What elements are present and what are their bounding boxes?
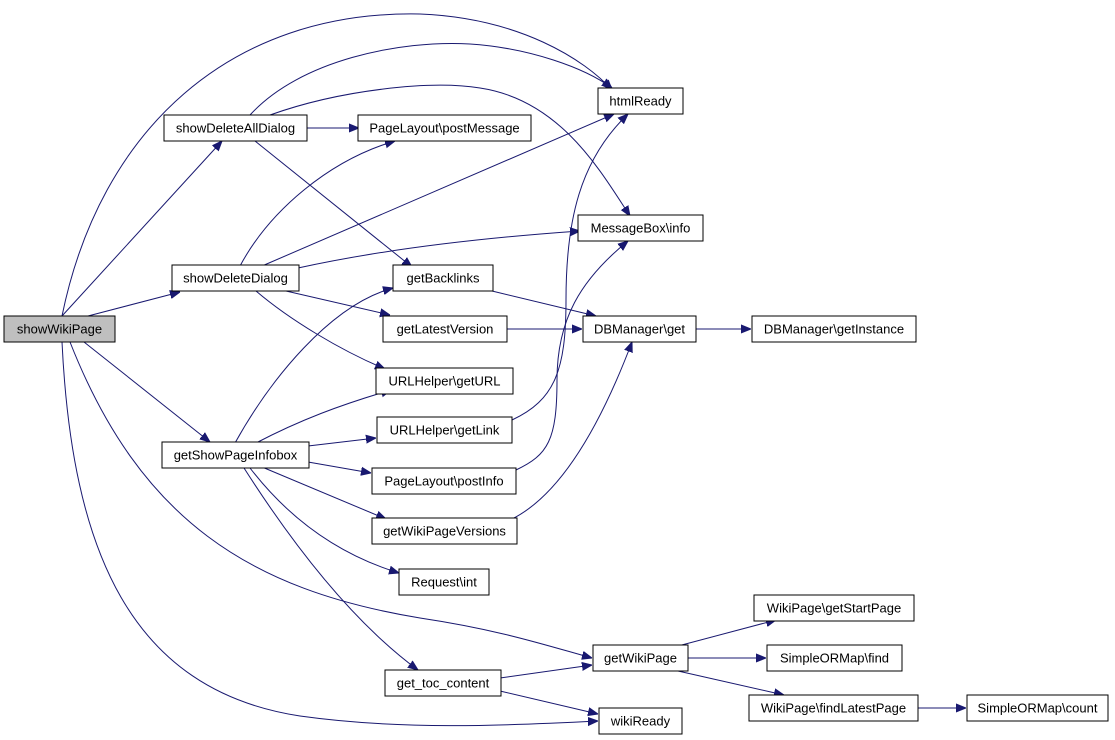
edge-getshowpageinfobox-pagelayoutpostinfo [307, 461, 371, 473]
node-show-wiki-page[interactable]: showWikiPage [3, 315, 116, 343]
node-show-delete-dialog[interactable]: showDeleteDialog [171, 264, 300, 292]
edge-getshowpageinfobox-getbacklinks [234, 288, 393, 444]
svg-text:getWikiPage: getWikiPage [604, 651, 677, 666]
node-simple-or-map-find[interactable]: SimpleORMap\find [766, 644, 903, 672]
edge-showwikipage-htmlready [61, 13, 612, 317]
svg-text:PageLayout\postMessage: PageLayout\postMessage [369, 121, 519, 136]
svg-text:DBManager\get: DBManager\get [594, 322, 685, 337]
svg-text:wikiReady: wikiReady [610, 714, 671, 729]
node-db-manager-get[interactable]: DBManager\get [582, 315, 697, 343]
edge-showwikipage-showdeletealldialog [61, 141, 222, 317]
svg-text:showDeleteDialog: showDeleteDialog [183, 271, 288, 286]
node-html-ready[interactable]: htmlReady [597, 87, 684, 115]
svg-text:Request\int: Request\int [411, 575, 477, 590]
svg-text:get_toc_content: get_toc_content [397, 676, 490, 691]
node-get-show-page-infobox[interactable]: getShowPageInfobox [161, 441, 310, 469]
node-url-helper-get-link[interactable]: URLHelper\getLink [376, 416, 513, 444]
svg-text:SimpleORMap\find: SimpleORMap\find [780, 651, 889, 666]
svg-text:showWikiPage: showWikiPage [17, 322, 102, 337]
node-get-backlinks[interactable]: getBacklinks [392, 264, 494, 292]
svg-text:showDeleteAllDialog: showDeleteAllDialog [176, 121, 295, 136]
edge-getshowpageinfobox-urlhelpergetlink [307, 438, 376, 447]
edge-pagelayoutpostinfo-messageboxinfo [515, 241, 628, 471]
edge-getwikipage-wikipagefindlatestpage [677, 670, 784, 695]
svg-text:URLHelper\getURL: URLHelper\getURL [389, 374, 501, 389]
edge-getshowpageinfobox-requestint [249, 467, 399, 573]
edge-showdeletealldialog-messageboxinfo [269, 84, 630, 216]
node-wiki-page-find-latest-page[interactable]: WikiPage\findLatestPage [748, 694, 919, 722]
svg-text:URLHelper\getLink: URLHelper\getLink [390, 423, 500, 438]
node-request-int[interactable]: Request\int [398, 568, 490, 596]
svg-text:SimpleORMap\count: SimpleORMap\count [978, 701, 1098, 716]
edge-showwikipage-getshowpageinfobox [83, 341, 210, 442]
call-nodes: showWikiPage showDeleteAllDialog showDel… [3, 87, 1109, 735]
svg-text:PageLayout\postInfo: PageLayout\postInfo [384, 474, 503, 489]
svg-text:getShowPageInfobox: getShowPageInfobox [174, 448, 298, 463]
svg-text:WikiPage\findLatestPage: WikiPage\findLatestPage [761, 701, 906, 716]
svg-text:getLatestVersion: getLatestVersion [397, 322, 494, 337]
node-wiki-ready[interactable]: wikiReady [598, 707, 683, 735]
edge-gettoccontent-wikiready [499, 690, 598, 714]
node-simple-or-map-count[interactable]: SimpleORMap\count [966, 694, 1109, 722]
call-edges [61, 13, 966, 726]
edge-showwikipage-getwikipage [69, 341, 592, 658]
node-message-box-info[interactable]: MessageBox\info [577, 214, 704, 242]
edge-showdeletedialog-urlhelpergeturl [255, 290, 385, 369]
svg-text:getBacklinks: getBacklinks [407, 271, 480, 286]
edge-getshowpageinfobox-getwikipageversions [261, 466, 386, 519]
svg-text:getWikiPageVersions: getWikiPageVersions [383, 524, 506, 539]
edge-getbacklinks-dbmanagerget [491, 290, 596, 316]
edge-getshowpageinfobox-gettoccontent [243, 467, 418, 670]
edge-getwikipage-wikipagegetstartpage [677, 620, 776, 647]
node-page-layout-post-message[interactable]: PageLayout\postMessage [357, 114, 532, 142]
svg-text:MessageBox\info: MessageBox\info [591, 221, 691, 236]
edge-getshowpageinfobox-urlhelpergeturl [255, 390, 391, 444]
svg-text:WikiPage\getStartPage: WikiPage\getStartPage [767, 601, 901, 616]
node-get-wiki-page-versions[interactable]: getWikiPageVersions [371, 517, 518, 545]
node-wiki-page-get-start-page[interactable]: WikiPage\getStartPage [753, 594, 915, 622]
edge-showdeletedialog-pagelayoutpostmessage [239, 141, 395, 267]
node-db-manager-get-instance[interactable]: DBManager\getInstance [751, 315, 917, 343]
edge-showdeletealldialog-getbacklinks [254, 140, 412, 267]
edge-showdeletedialog-htmlready [261, 114, 614, 267]
edge-showwikipage-wikiready [61, 341, 598, 726]
edge-gettoccontent-getwikipage [499, 665, 592, 679]
node-show-delete-all-dialog[interactable]: showDeleteAllDialog [163, 114, 308, 142]
edge-urlhelpergetlink-htmlready [511, 114, 628, 421]
edge-getwikipageversions-dbmanagerget [511, 342, 632, 520]
svg-text:htmlReady: htmlReady [609, 94, 672, 109]
svg-text:DBManager\getInstance: DBManager\getInstance [764, 322, 904, 337]
edge-showwikipage-showdeletedialog [87, 292, 180, 317]
node-page-layout-post-info[interactable]: PageLayout\postInfo [371, 467, 517, 495]
edge-showdeletealldialog-htmlready [249, 43, 612, 116]
edge-showdeletedialog-getlatestversion [285, 290, 390, 315]
node-get-latest-version[interactable]: getLatestVersion [382, 315, 508, 343]
edge-showdeletedialog-messageboxinfo [297, 231, 580, 269]
node-get-wiki-page[interactable]: getWikiPage [592, 644, 689, 672]
node-get-toc-content[interactable]: get_toc_content [384, 669, 502, 697]
node-url-helper-get-url[interactable]: URLHelper\getURL [375, 367, 514, 395]
